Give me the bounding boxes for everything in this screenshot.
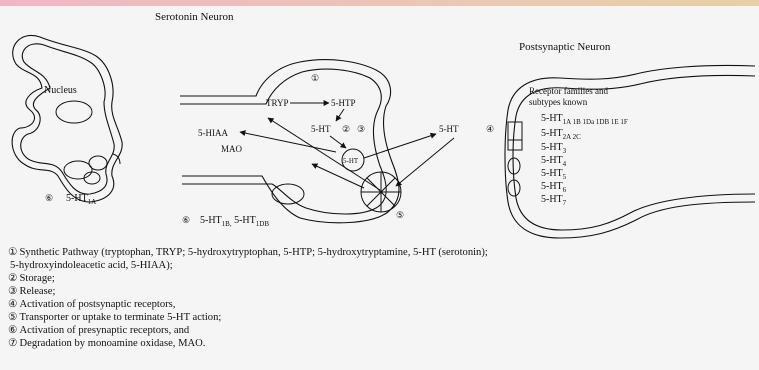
postsynaptic-receptors [508,122,522,196]
terminal-autoreceptor-label: 5-HT1B, 5-HT1DB [200,215,269,228]
transporter [361,172,401,212]
receptor-families-title-line2: subtypes known [529,97,588,107]
marker-five: ⑤ [396,210,404,220]
marker-four: ④ [486,124,494,134]
htp-label: 5-HTP [331,98,356,108]
ht-cleft-label: 5-HT [439,124,459,134]
marker-three: ③ [357,124,365,134]
soma-autoreceptor-label: 5-HT1A [66,193,96,206]
tryp-label: TRYP [266,98,289,108]
soma-vesicles [64,154,120,184]
autoreceptor-arrow [312,164,364,188]
serotonin-neuron-title: Serotonin Neuron [155,11,234,23]
receptor-subtype: 5-HT4 [541,155,567,168]
ht-vesicle-label: 5-HT [343,157,359,165]
receptor-families-title-line1: Receptor families and [529,86,608,96]
uptake-arrow [396,138,454,186]
marker-one: ① [311,73,319,83]
mao-label: MAO [221,144,243,154]
nucleus [56,101,92,123]
htp-to-ht-arrow [336,109,344,121]
serotonin-synapse-diagram: Serotonin Neuron Postsynaptic Neuron Nuc… [0,6,759,246]
receptor-subtype: 5-HT1A 1B 1Da 1DB 1E 1F [541,113,628,126]
postsynaptic-neuron-title: Postsynaptic Neuron [519,41,611,53]
marker-six-terminal: ⑥ [182,215,190,225]
terminal-mitochondrion [272,184,304,204]
nucleus-label: Nucleus [44,85,77,96]
legend-item: 5-hydroxyindoleacetic acid, 5-HIAA); [8,259,753,272]
ht-inner-label: 5-HT [311,124,331,134]
receptor-subtype: 5-HT6 [541,181,567,194]
receptor-subtype: 5-HT5 [541,168,567,181]
receptor-list: 5-HT1A 1B 1Da 1DB 1E 1F 5-HT2A 2C 5-HT3 … [541,113,628,207]
receptor-subtype: 5-HT3 [541,142,567,155]
ht-to-vesicle-arrow [330,136,346,148]
receptor-subtype: 5-HT2A 2C [541,128,581,141]
soma-outline [12,35,122,202]
marker-two: ② [342,124,350,134]
marker-six-soma: ⑥ [45,193,53,203]
degradation-arrow [240,132,336,152]
hiaa-label: 5-HIAA [198,128,228,138]
axon-terminal-outline [180,60,399,223]
receptor-subtype: 5-HT7 [541,194,567,207]
